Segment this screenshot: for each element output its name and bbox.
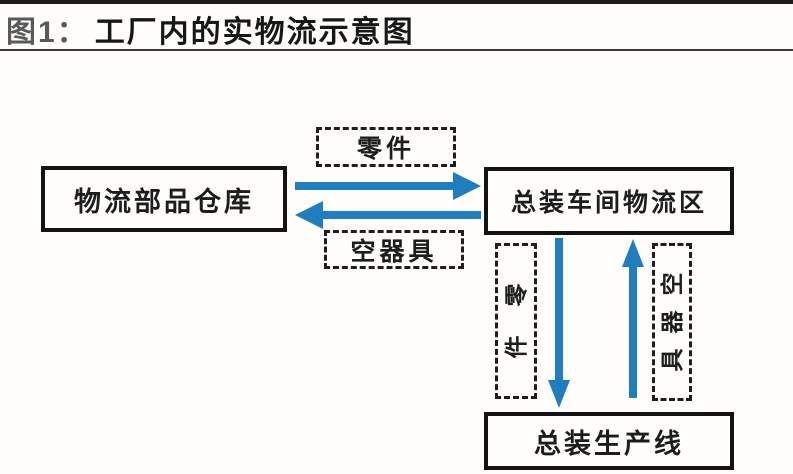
arrow-parts-right-icon (295, 172, 481, 200)
flow-label-empty-containers: 空器具 (324, 230, 464, 269)
node-parts-warehouse: 物流部品仓库 (41, 166, 287, 232)
title-underline (0, 49, 793, 51)
flow-label-empty-vertical-char: 空 (659, 272, 685, 296)
figure-title: 图1：工厂内的实物流示意图 (6, 7, 415, 51)
node-assembly-workshop-logistics: 总装车间物流区 (484, 167, 734, 235)
figure-title-text: 工厂内的实物流示意图 (94, 16, 415, 49)
arrow-parts-down-icon (548, 238, 570, 408)
flow-label-parts-vertical: 零 件 (495, 243, 537, 399)
flow-label-empty-containers-vertical: 空 器 具 (652, 243, 692, 401)
flow-label-parts-vertical-char: 件 (503, 335, 529, 359)
flow-label-parts-text: 零件 (356, 135, 415, 163)
arrow-empty-containers-left-icon (295, 201, 481, 229)
flow-label-empty-vertical-char: 具 (659, 348, 685, 372)
node-parts-warehouse-label: 物流部品仓库 (74, 186, 254, 217)
arrow-empty-containers-up-icon (622, 239, 644, 398)
flow-label-parts: 零件 (316, 127, 456, 167)
node-assembly-production-line-label: 总装生产线 (534, 428, 684, 459)
figure-label: 图1： (6, 16, 89, 49)
flow-label-empty-containers-text: 空器具 (350, 237, 438, 266)
flow-label-parts-vertical-char: 零 (503, 283, 529, 307)
node-assembly-production-line: 总装生产线 (484, 412, 734, 470)
top-rule (0, 0, 793, 4)
flow-label-empty-vertical-char: 器 (659, 310, 685, 334)
node-assembly-workshop-logistics-label: 总装车间物流区 (510, 189, 707, 217)
